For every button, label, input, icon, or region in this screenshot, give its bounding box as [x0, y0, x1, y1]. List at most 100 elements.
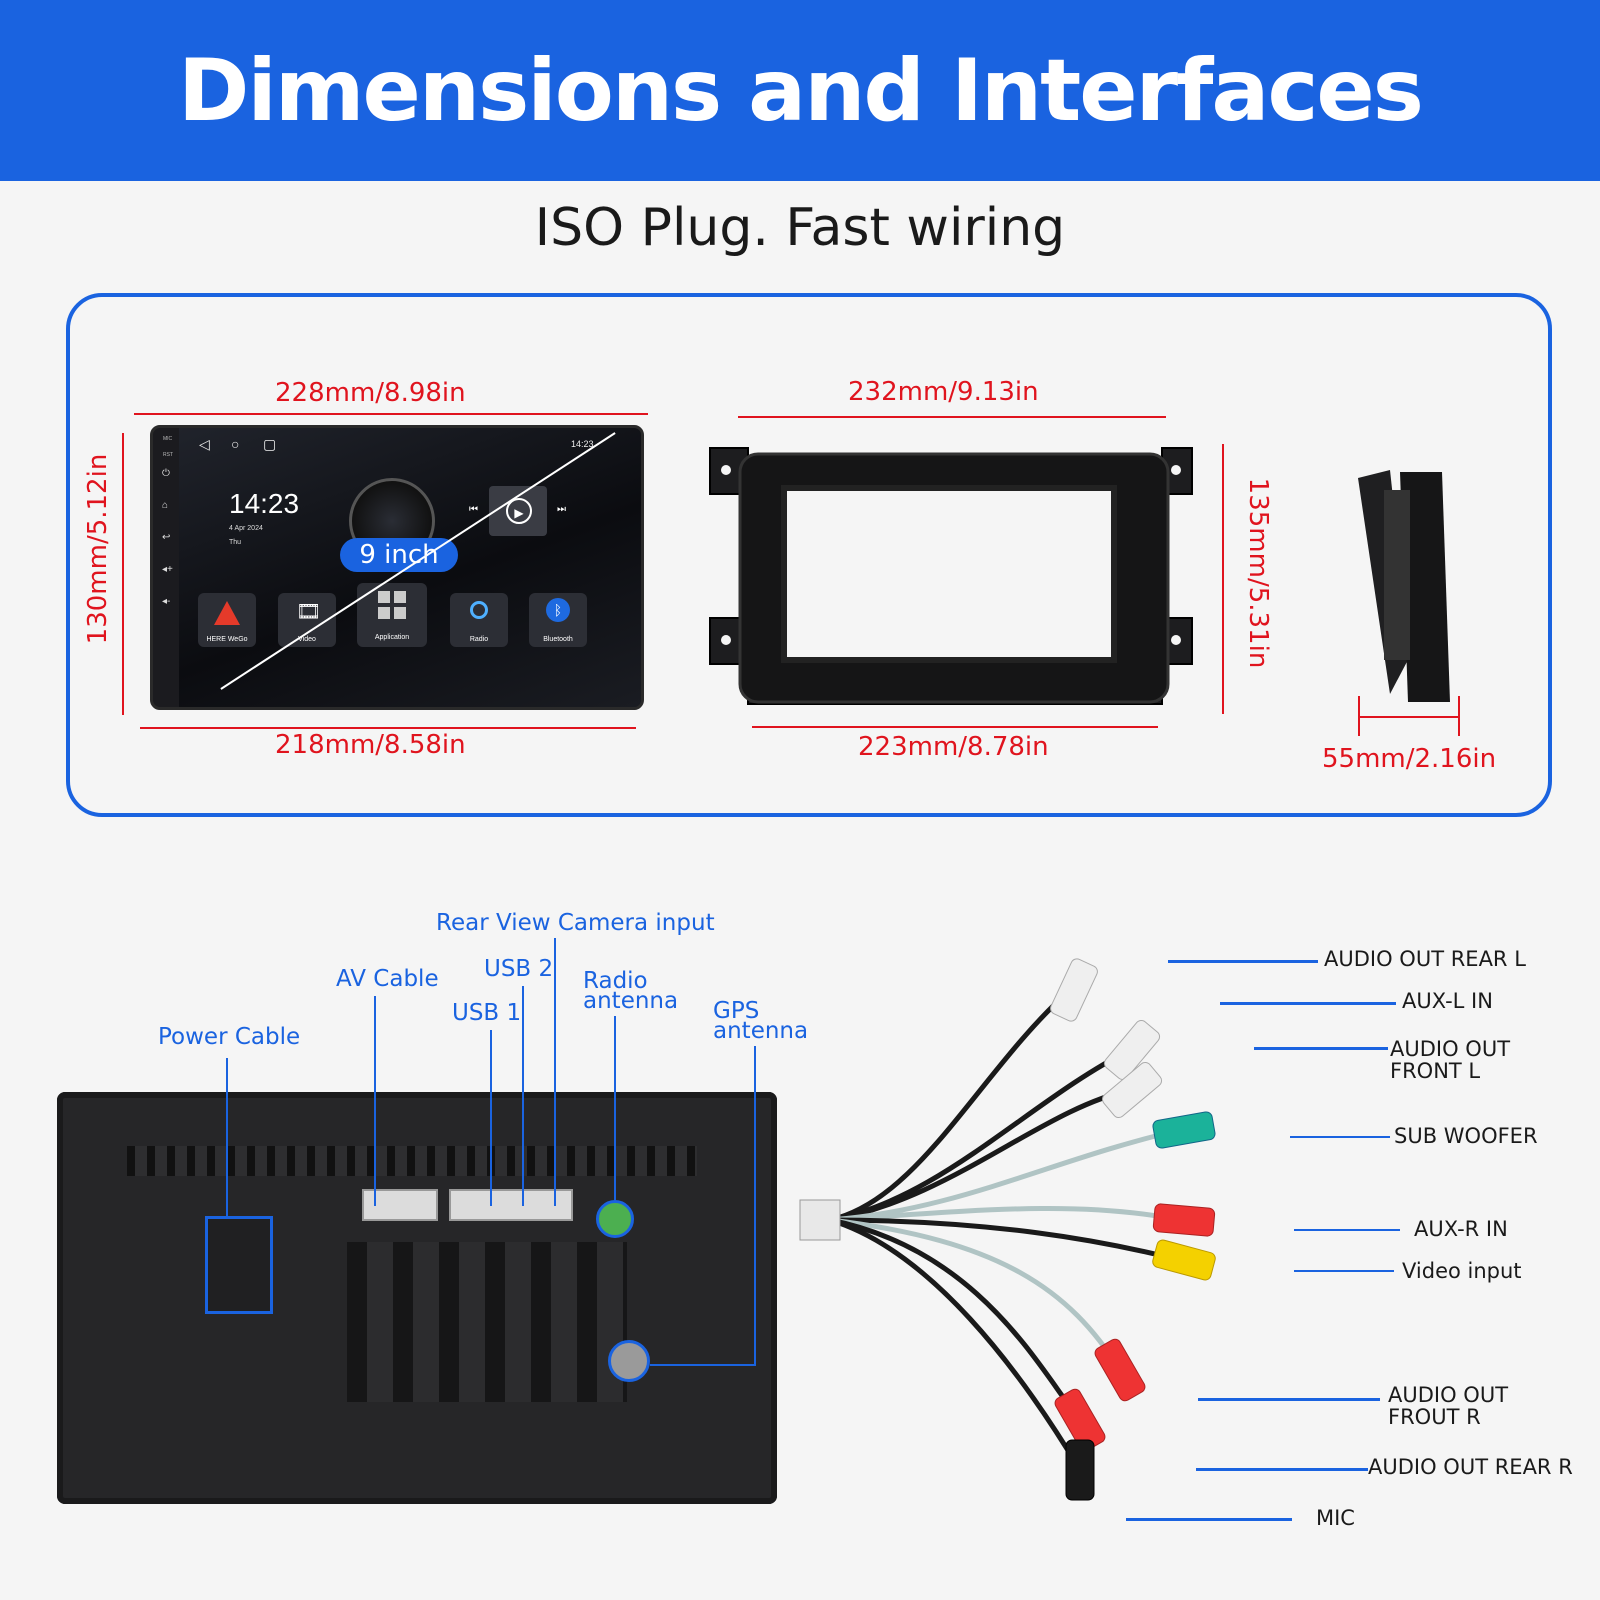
page-title: Dimensions and Interfaces [178, 40, 1424, 141]
app-radio[interactable]: Radio [450, 593, 508, 647]
head-unit-screen: MIC RST ⏻ ⌂ ↩ ◂+ ◂- ◁ ○ ▢ 14:23 14:23 4 … [150, 425, 644, 710]
frame-width-top-label: 232mm/9.13in [848, 377, 1039, 407]
arrow-audio-out-rear-r [1196, 1468, 1368, 1471]
rca-white-front-l [1101, 1061, 1163, 1119]
label-aux-r-in: AUX-R IN [1414, 1217, 1508, 1241]
nav-home-icon[interactable]: ○ [231, 436, 240, 452]
page-subtitle: ISO Plug. Fast wiring [534, 198, 1066, 258]
gps-antenna-label-line2: antenna [713, 1018, 809, 1044]
label-audio-out-front-l-line2: FRONT L [1390, 1059, 1481, 1083]
mounting-frame [709, 447, 1193, 705]
arrow-audio-out-rear-l [1168, 960, 1318, 963]
screen-height-label: 130mm/5.12in [83, 453, 113, 645]
home-side-icon[interactable]: ⌂ [162, 500, 169, 511]
back-side-icon[interactable]: ↩ [162, 532, 171, 543]
rear-camera-line [554, 938, 556, 1206]
app-bluetooth[interactable]: ᛒ Bluetooth [529, 593, 587, 647]
radio-antenna-label-line2: antenna [583, 988, 679, 1014]
arrow-aux-l-in [1220, 1002, 1396, 1005]
arrow-aux-r-in [1294, 1229, 1400, 1231]
app-label: Video [298, 636, 316, 643]
side-label-rst: RST [163, 452, 173, 458]
frame-right-dimension-line [1222, 444, 1224, 714]
rca-yellow-video [1152, 1239, 1216, 1281]
label-audio-out-front-l-line1: AUDIO OUT [1390, 1037, 1511, 1061]
usb2-line [522, 986, 524, 1206]
label-audio-out-front-r-line1: AUDIO OUT [1388, 1383, 1509, 1407]
power-cable-line [226, 1058, 228, 1216]
previous-track-icon[interactable]: ⏮ [469, 504, 478, 515]
title-banner: Dimensions and Interfaces [0, 0, 1600, 181]
frame-width-bottom-label: 223mm/8.78in [858, 732, 1049, 762]
depth-dimension-tick-right [1458, 696, 1460, 736]
arrow-mic [1126, 1518, 1292, 1521]
app-application[interactable]: Application [357, 583, 427, 647]
rear-camera-label: Rear View Camera input [436, 910, 715, 936]
radio-icon [470, 601, 488, 619]
rca-white-rear-l [1050, 958, 1098, 1022]
rca-red-front-r [1094, 1338, 1146, 1402]
rca-white-aux-l [1103, 1019, 1161, 1081]
side-label-mic: MIC [163, 436, 173, 442]
screen-width-top-label: 228mm/8.98in [275, 378, 466, 408]
usb-ports[interactable] [449, 1189, 573, 1221]
head-unit-back-panel [57, 1092, 777, 1504]
nav-back-icon[interactable]: ◁ [199, 436, 210, 452]
av-cable-line [374, 996, 376, 1206]
power-cable-label: Power Cable [158, 1024, 301, 1050]
power-cable-port[interactable] [205, 1216, 273, 1314]
rca-green-subwoofer [1152, 1111, 1216, 1149]
lower-vents [347, 1242, 627, 1402]
frame-bottom-dimension-line [752, 726, 1158, 728]
app-label: Bluetooth [543, 636, 573, 643]
clock-date: 4 Apr 2024 [229, 525, 263, 532]
label-mic: MIC [1316, 1506, 1355, 1530]
app-label: HERE WeGo [206, 636, 248, 643]
screen-size-badge: 9 inch [340, 538, 458, 572]
usb1-line [490, 1030, 492, 1206]
radio-antenna-label-line1: Radio [583, 968, 648, 994]
gps-antenna-label-line1: GPS [713, 998, 760, 1024]
app-label: Application [374, 634, 410, 641]
rca-red-aux-r [1152, 1203, 1216, 1237]
film-reel-icon: 🎞 [296, 601, 322, 623]
wiring-harness [799, 958, 1216, 1501]
av-cable-label: AV Cable [336, 966, 439, 992]
label-audio-out-rear-r: AUDIO OUT REAR R [1368, 1455, 1573, 1479]
app-grid-icon [378, 591, 406, 619]
volume-down-icon[interactable]: ◂- [162, 596, 171, 607]
bluetooth-icon: ᛒ [546, 598, 570, 622]
depth-dimension-tick-left [1358, 696, 1360, 736]
app-label: Radio [469, 636, 489, 643]
screen-bottom-dimension-line [140, 727, 636, 729]
label-sub-woofer: SUB WOOFER [1394, 1124, 1538, 1148]
usb1-label: USB 1 [452, 1000, 522, 1026]
volume-up-icon[interactable]: ◂+ [162, 564, 173, 575]
gps-antenna-line-vertical [754, 1046, 756, 1366]
gps-antenna-line-horizontal [650, 1364, 756, 1366]
gps-antenna-port[interactable] [608, 1340, 650, 1382]
frame-height-label: 135mm/5.31in [1243, 477, 1273, 669]
depth-dimension-line [1358, 716, 1460, 718]
arrow-video-input [1294, 1270, 1394, 1272]
arrow-sub-woofer [1290, 1136, 1390, 1138]
here-wego-icon [214, 601, 240, 625]
arrow-audio-out-front-r [1198, 1398, 1380, 1401]
side-profile [1358, 470, 1450, 702]
status-time: 14:23 [571, 439, 594, 449]
frame-top-dimension-line [738, 416, 1166, 418]
label-audio-out-rear-l: AUDIO OUT REAR L [1324, 947, 1526, 971]
play-icon[interactable]: ▶ [506, 498, 532, 524]
depth-label: 55mm/2.16in [1322, 744, 1497, 774]
label-audio-out-front-r-line2: FROUT R [1388, 1405, 1481, 1429]
radio-antenna-line [614, 1016, 616, 1200]
clock-time: 14:23 [229, 488, 300, 519]
app-here-wego[interactable]: HERE WeGo [198, 593, 256, 647]
power-icon[interactable]: ⏻ [162, 468, 170, 479]
next-track-icon[interactable]: ⏭ [557, 504, 566, 515]
nav-recents-icon[interactable]: ▢ [263, 436, 277, 452]
clock-day: Thu [229, 539, 242, 546]
radio-antenna-port[interactable] [596, 1200, 634, 1238]
screen-width-bottom-label: 218mm/8.58in [275, 730, 466, 760]
dimensions-panel [66, 293, 1552, 817]
